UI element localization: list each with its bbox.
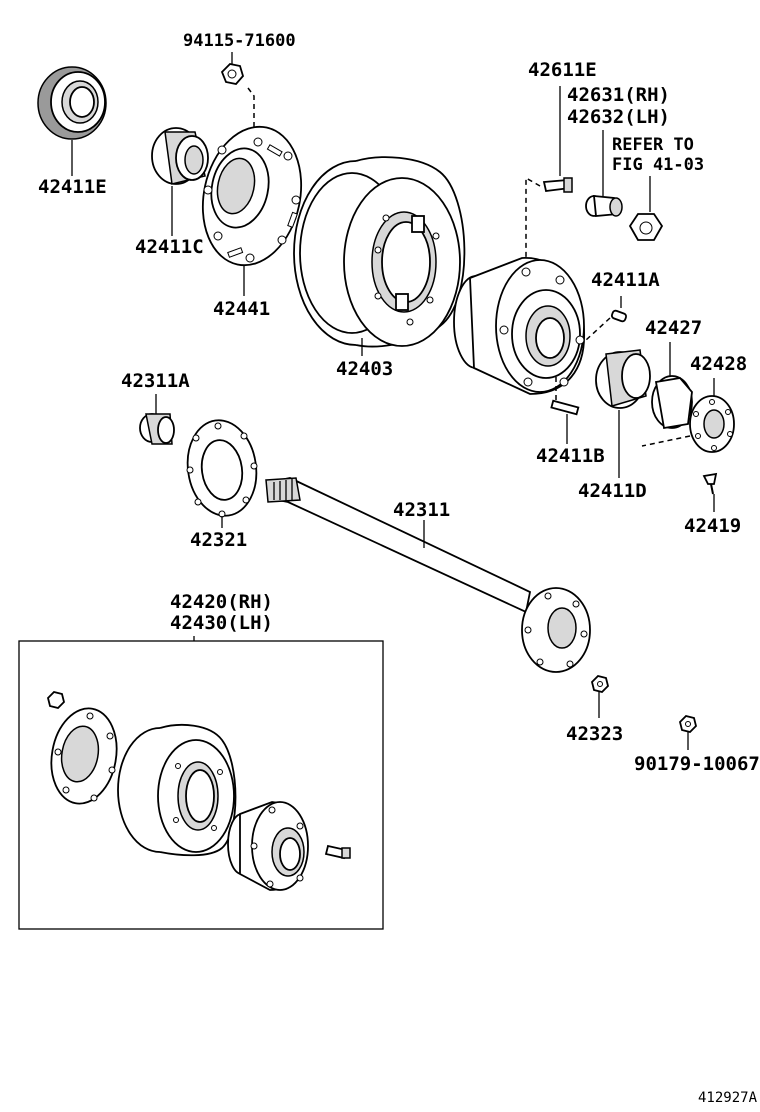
label-90179-10067: 90179-10067 <box>634 753 760 775</box>
hub-assembly-box <box>18 640 384 930</box>
axle-shaft-42311[interactable] <box>265 477 591 673</box>
label-42321: 42321 <box>190 529 247 551</box>
bearing-42411C[interactable] <box>151 127 209 185</box>
axle-hub[interactable] <box>453 257 585 395</box>
label-42311: 42311 <box>393 499 450 521</box>
bearing-42411D[interactable] <box>595 349 651 409</box>
bearing-42311A[interactable] <box>139 413 175 445</box>
label-42428: 42428 <box>690 353 747 375</box>
nut-90179-10067[interactable] <box>679 715 697 733</box>
oil-seal-42411E[interactable] <box>37 66 107 140</box>
dash-42428 <box>641 435 691 447</box>
label-42441: 42441 <box>213 298 270 320</box>
label-42427: 42427 <box>645 317 702 339</box>
hub-assembly-42420-42430[interactable] <box>44 691 351 891</box>
flange-42428[interactable] <box>689 395 735 453</box>
label-42411A: 42411A <box>591 269 660 291</box>
gasket-42321[interactable] <box>182 416 263 521</box>
nut-refer-fig-41-03[interactable] <box>628 213 664 241</box>
stud-42411B[interactable] <box>550 399 580 416</box>
hub-nut-42631-42632[interactable] <box>585 194 623 217</box>
retainer-plate-42441[interactable] <box>190 118 313 275</box>
label-42411B: 42411B <box>536 445 605 467</box>
screw-42419[interactable] <box>702 472 718 495</box>
label-42420-rh: 42420(RH) <box>170 591 273 613</box>
pin-42411A[interactable] <box>610 309 628 323</box>
refer-fig-text: FIG 41-03 <box>612 155 704 175</box>
label-42411C: 42411C <box>135 236 204 258</box>
label-94115-71600: 94115-71600 <box>183 31 296 51</box>
label-42631-rh: 42631(RH) <box>567 84 670 106</box>
nut-94115-71600[interactable] <box>220 63 245 85</box>
label-42403: 42403 <box>336 358 393 380</box>
refer-to-text: REFER TO <box>612 135 694 155</box>
retainer-42427[interactable] <box>651 375 693 430</box>
figure-id: 412927A <box>698 1090 758 1106</box>
label-42411E: 42411E <box>38 176 107 198</box>
label-42311A: 42311A <box>121 370 190 392</box>
dash-42611E <box>525 176 541 260</box>
label-42632-lh: 42632(LH) <box>567 106 670 128</box>
brake-drum-42403[interactable] <box>293 156 466 348</box>
hub-bolt-42611E[interactable] <box>542 177 573 193</box>
label-42411D: 42411D <box>578 480 647 502</box>
dash-42411A <box>585 317 611 341</box>
nut-42323[interactable] <box>591 675 609 693</box>
label-42419: 42419 <box>684 515 741 537</box>
label-42323: 42323 <box>566 723 623 745</box>
label-42430-lh: 42430(LH) <box>170 612 273 634</box>
dash-94115 <box>247 87 255 130</box>
label-42611E: 42611E <box>528 59 597 81</box>
